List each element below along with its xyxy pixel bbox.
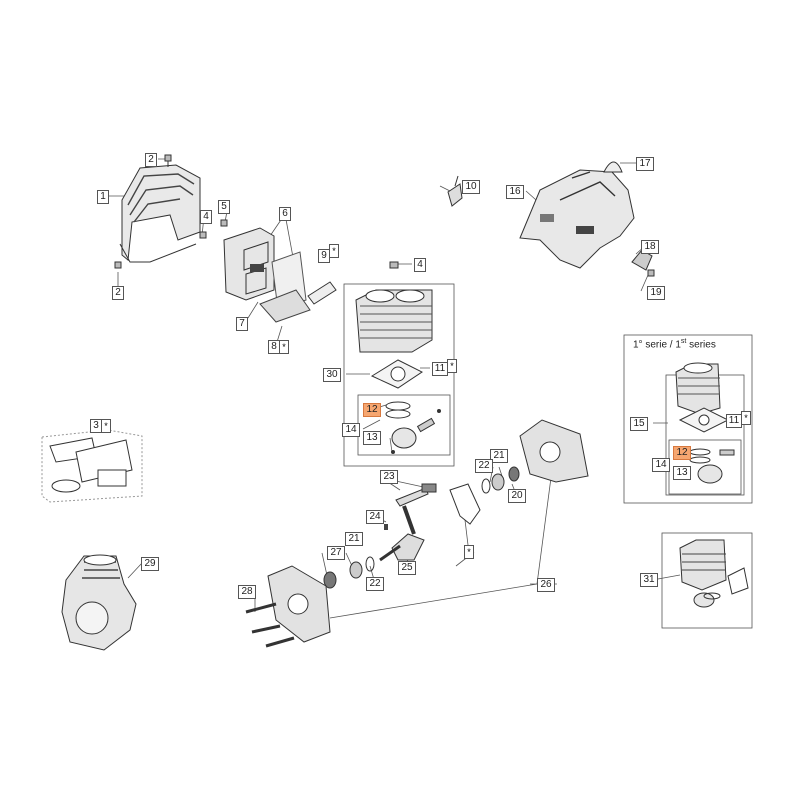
part-label-11-first-series[interactable]: 11 <box>726 414 742 428</box>
bearing-21b <box>491 473 505 491</box>
crankcase-half-left <box>267 565 331 643</box>
part-label-21-right[interactable]: 21 <box>490 449 508 463</box>
spark-plug-cap <box>447 175 463 207</box>
muffler <box>223 227 311 323</box>
first-series-rings <box>689 448 711 464</box>
kit-31-box <box>661 532 753 629</box>
cylinder <box>355 261 433 353</box>
part-label-8-asterisk: * <box>279 340 289 354</box>
engine-assembly-29 <box>61 554 137 651</box>
part-label-26[interactable]: 26 <box>537 578 555 592</box>
part-label-22-right[interactable]: 22 <box>475 459 493 473</box>
primer-bulb-17 <box>603 161 623 173</box>
first-series-title: 1° serie / 1st series <box>633 338 716 351</box>
crankcase-half-right <box>519 419 589 483</box>
piston-13 <box>391 409 441 454</box>
cylinder-kit-box <box>343 283 455 467</box>
part-label-11-first-series-asterisk: * <box>741 411 751 425</box>
screw-4a <box>199 231 207 239</box>
part-label-24[interactable]: 24 <box>366 510 384 524</box>
part-label-13-first-series[interactable]: 13 <box>673 466 691 480</box>
part-label-12-first-series-highlighted[interactable]: 12 <box>673 446 691 460</box>
screw-19 <box>647 269 655 277</box>
circlip-22b <box>481 478 491 494</box>
gasket-kit-3 <box>41 429 143 503</box>
engine-cover <box>519 169 635 269</box>
circlip-22a <box>365 556 375 572</box>
part-label-31[interactable]: 31 <box>640 573 658 587</box>
conrod-23 <box>395 483 437 535</box>
part-label-30[interactable]: 30 <box>323 368 341 382</box>
part-label-16[interactable]: 16 <box>506 185 524 199</box>
first-series-cylinder <box>675 362 721 415</box>
part-label-4-shroud[interactable]: 4 <box>200 210 212 224</box>
part-label-13[interactable]: 13 <box>363 431 381 445</box>
part-label-11-asterisk: * <box>447 359 457 373</box>
part-label-7[interactable]: 7 <box>236 317 248 331</box>
part-label-19[interactable]: 19 <box>647 286 665 300</box>
switch-18 <box>631 249 653 271</box>
part-label-3-asterisk: * <box>101 419 111 433</box>
part-label-14-first-series[interactable]: 14 <box>652 458 670 472</box>
screw-2a <box>164 154 172 167</box>
muffler-gasket-9 <box>307 281 337 305</box>
part-label-10[interactable]: 10 <box>462 180 480 194</box>
part-label-8[interactable]: 8 <box>268 340 280 354</box>
part-label-11[interactable]: 11 <box>432 362 448 376</box>
part-label-14[interactable]: 14 <box>342 423 360 437</box>
part-label-5[interactable]: 5 <box>218 200 230 214</box>
part-label-28[interactable]: 28 <box>238 585 256 599</box>
part-label-15[interactable]: 15 <box>630 417 648 431</box>
part-label-4-cylinder[interactable]: 4 <box>414 258 426 272</box>
part-label-9-asterisk: * <box>329 244 339 258</box>
cylinder-gasket-11 <box>370 359 423 389</box>
screw-2b <box>114 261 122 269</box>
part-label-6[interactable]: 6 <box>279 207 291 221</box>
crankshaft-25 <box>379 533 425 562</box>
seal-27 <box>323 571 337 589</box>
part-label-20[interactable]: 20 <box>508 489 526 503</box>
part-label-23[interactable]: 23 <box>380 470 398 484</box>
part-label-2-top[interactable]: 2 <box>145 153 157 167</box>
part-label-29[interactable]: 29 <box>141 557 159 571</box>
cylinder-shroud <box>119 164 201 263</box>
pin-24 <box>384 524 388 530</box>
first-series-box <box>623 334 753 504</box>
part-label-21-left[interactable]: 21 <box>345 532 363 546</box>
part-label-27[interactable]: 27 <box>327 546 345 560</box>
screws-28 <box>245 602 295 648</box>
cylinder-kit-31 <box>679 539 749 608</box>
part-label-gasket-asterisk: * <box>464 545 474 559</box>
part-label-25[interactable]: 25 <box>398 561 416 575</box>
part-label-18[interactable]: 18 <box>641 240 659 254</box>
first-series-piston <box>697 449 735 484</box>
first-series-gasket <box>678 407 730 433</box>
part-label-12-highlighted[interactable]: 12 <box>363 403 381 417</box>
part-label-1[interactable]: 1 <box>97 190 109 204</box>
part-label-2-bottom[interactable]: 2 <box>112 286 124 300</box>
part-label-17[interactable]: 17 <box>636 157 654 171</box>
piston-rings-12 <box>385 401 411 419</box>
bearing-21a <box>349 561 363 579</box>
part-label-22-left[interactable]: 22 <box>366 577 384 591</box>
screw-5 <box>220 219 228 227</box>
seal-20 <box>508 466 520 482</box>
crankcase-gasket <box>449 483 481 525</box>
